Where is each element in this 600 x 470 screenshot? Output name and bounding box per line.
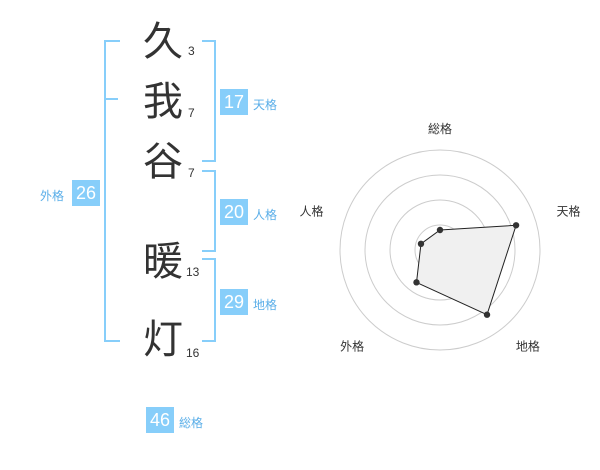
gaikaku-label: 外格	[40, 189, 65, 203]
radar-point	[436, 226, 444, 234]
tenkaku-bracket	[202, 40, 216, 162]
radar-point	[413, 279, 420, 286]
name-char-4: 暖	[143, 239, 183, 285]
chikaku-badge: 29	[220, 289, 248, 315]
soukaku-badge: 46	[146, 407, 174, 433]
radar-axis-label: 人格	[300, 203, 323, 218]
name-char-2: 我	[143, 79, 183, 125]
radar-axis-label: 天格	[557, 203, 581, 218]
tenkaku-badge: 17	[220, 89, 248, 115]
gaikaku-badge: 26	[72, 180, 100, 206]
gaikaku-bracket	[104, 40, 120, 342]
name-char-3: 谷	[143, 139, 183, 185]
radar-point	[483, 311, 491, 318]
chikaku-label: 地格	[253, 298, 278, 312]
name-char-5: 灯	[143, 317, 183, 363]
radar-axis-label: 総格	[428, 121, 452, 136]
soukaku-label: 総格	[179, 416, 204, 430]
stroke-count-3: 7	[188, 166, 195, 180]
radar-point	[512, 222, 520, 229]
radar-axis-label: 地格	[516, 339, 540, 354]
radar-polygon	[415, 224, 517, 316]
jinkaku-label: 人格	[253, 208, 278, 222]
tenkaku-label: 天格	[253, 98, 278, 112]
chikaku-bracket	[202, 258, 216, 342]
gaikaku-bracket-tick	[104, 98, 118, 100]
radar-ring	[364, 174, 516, 326]
radar-ring	[339, 149, 541, 351]
name-char-1: 久	[143, 19, 183, 65]
radar-point	[417, 240, 425, 248]
jinkaku-bracket	[202, 170, 216, 252]
jinkaku-badge: 20	[220, 199, 248, 225]
stroke-count-5: 16	[186, 346, 200, 360]
stroke-count-4: 13	[186, 265, 200, 279]
radar-axis-label: 外格	[340, 339, 364, 354]
stroke-count-2: 7	[188, 106, 195, 120]
stroke-count-1: 3	[188, 44, 195, 58]
